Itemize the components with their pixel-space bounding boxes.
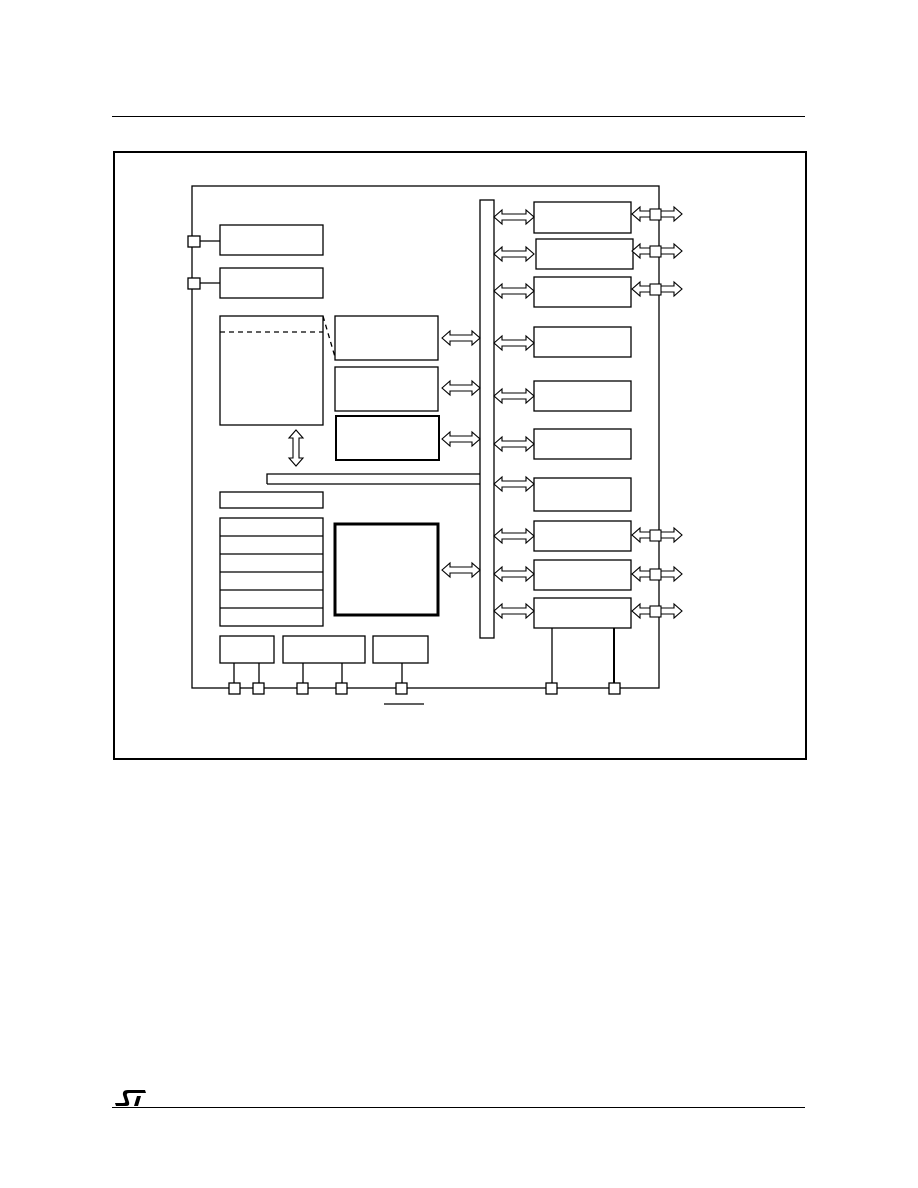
footer-rule	[112, 1107, 805, 1108]
block-mem-c	[335, 415, 440, 461]
pin-bottom-6	[545, 682, 558, 695]
periph-4	[533, 326, 632, 358]
periph-10	[533, 597, 632, 629]
bus-arrow-periph-6	[493, 435, 535, 453]
pin-bottom-3	[296, 682, 309, 695]
bus-arrow-periph-9	[493, 565, 535, 583]
io-pin-5	[649, 568, 662, 581]
pin-bottom-1	[228, 682, 241, 695]
block-register-top	[219, 491, 324, 509]
bus-arrow-mem-b	[441, 379, 481, 397]
data-bus	[479, 199, 495, 639]
bus-arrow-periph-10	[493, 602, 535, 620]
pin-bottom-2	[252, 682, 265, 695]
figure-frame	[113, 151, 807, 760]
block-memory	[219, 315, 324, 426]
io-pin-4	[649, 529, 662, 542]
periph-9	[533, 559, 632, 591]
periph-5	[533, 380, 632, 412]
memory-vertical-arrow	[287, 429, 305, 467]
bus-arrow-periph-4	[493, 334, 535, 352]
block-bottom-c	[372, 635, 429, 664]
io-pin-2	[649, 245, 662, 258]
periph-1	[533, 201, 632, 234]
pin-reset	[187, 277, 201, 290]
periph-2	[535, 238, 634, 270]
pin-bottom-4	[335, 682, 348, 695]
io-pin-3	[649, 283, 662, 296]
bus-arrow-periph-2	[493, 245, 535, 263]
block-mem-b	[334, 366, 439, 412]
periph-6	[533, 428, 632, 460]
header-rule	[112, 116, 805, 117]
st-logo-icon	[115, 1090, 146, 1106]
block-cpu-core	[333, 522, 440, 617]
periph-7	[533, 477, 632, 512]
block-mem-a	[334, 315, 439, 361]
bus-arrow-periph-3	[493, 282, 535, 300]
block-oscillator	[219, 224, 324, 256]
bus-arrow-cpu	[441, 561, 481, 579]
bus-arrow-mem-c	[441, 430, 481, 448]
periph-8	[533, 520, 632, 552]
io-pin-1	[649, 208, 662, 221]
pin-bottom-5	[395, 682, 408, 695]
io-pin-6	[649, 605, 662, 618]
block-reset	[219, 267, 324, 299]
bus-arrow-periph-1	[493, 208, 535, 226]
pin-osc	[187, 235, 201, 248]
bus-arrow-periph-7	[493, 475, 535, 493]
bus-arrow-periph-5	[493, 387, 535, 405]
bus-arrow-periph-8	[493, 527, 535, 545]
block-bottom-b	[282, 635, 366, 664]
block-bottom-a	[219, 635, 275, 664]
bus-arrow-mem-a	[441, 329, 481, 347]
periph-3	[533, 276, 632, 308]
pin-bottom-7	[608, 682, 621, 695]
device-outline	[191, 185, 660, 689]
